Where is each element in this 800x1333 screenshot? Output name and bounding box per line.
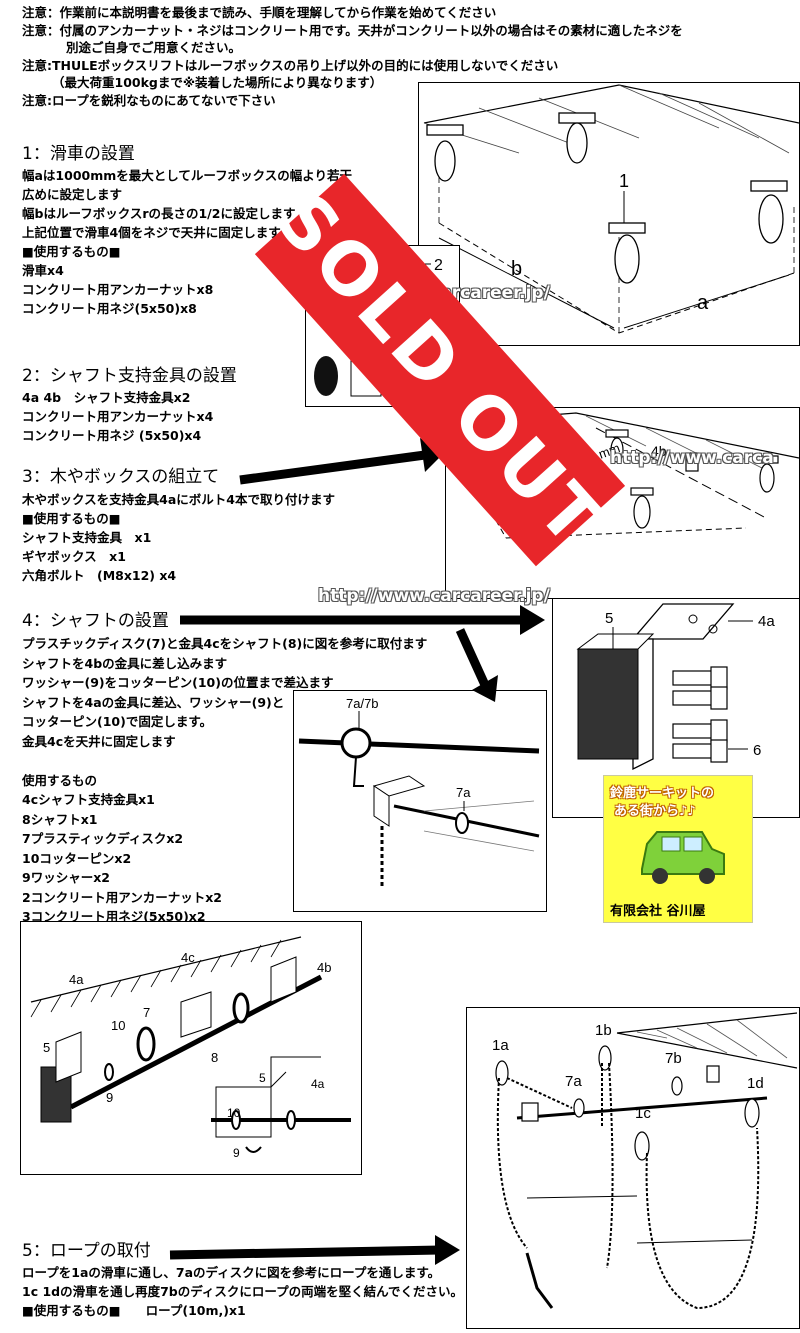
label-1c: 1c: [635, 1105, 651, 1122]
badge-line2: ある街から♪♪: [614, 804, 696, 819]
step5-line: 1c 1dの滑車を通し再度7bのディスクにロープの両端を堅く結んでください。: [22, 1284, 464, 1299]
step2-body: 4a 4b シャフト支持金具x2 コンクリート用アンカーナットx4 コンクリート…: [22, 388, 213, 445]
watermark-3: http://www.carcareer.jp/: [318, 586, 550, 606]
step1-line: ■使用するもの■: [22, 244, 121, 259]
shaft-disk-drawing: 7a/7b 7a: [298, 696, 540, 886]
label-a: a: [697, 292, 709, 314]
step1-line: 幅aは1000mmを最大としてルーフボックスの幅より若干: [22, 168, 353, 183]
label-4b-top: 4b: [651, 443, 667, 459]
diagram-rope-routing: 1a 1b 7b 1d 7a 1c: [466, 1007, 800, 1329]
step3-heading: 3：木やボックスの組立て: [22, 467, 220, 487]
step5-body: ロープを1aの滑車に通し、7aのディスクに図を参考にロープを通します。 1c 1…: [22, 1263, 463, 1320]
step1-line: コンクリート用ネジ(5x50)x8: [22, 301, 197, 316]
step4-heading: 4：シャフトの設置: [22, 611, 169, 631]
diagram-shaft-disk: 7a/7b 7a: [293, 690, 547, 912]
step1-heading: 1：滑車の設置: [22, 144, 135, 164]
box-bracket-drawing: 5 4a 6: [576, 603, 775, 771]
label-7a-rope: 7a: [565, 1073, 582, 1090]
label-4a-inset: 4a: [311, 1077, 325, 1091]
step4-line: プラスチックディスク(7)と金具4cをシャフト(8)に図を参考に取付ます: [22, 636, 428, 651]
step1-body: 幅aは1000mmを最大としてルーフボックスの幅より若干 広めに設定します 幅b…: [22, 166, 352, 318]
label-pin-inset: 10: [227, 1106, 241, 1120]
step4-line: ワッシャー(9)をコッターピン(10)の位置まで差込ます: [22, 675, 334, 690]
step1-line: 上記位置で滑車4個をネジで天井に固定します: [22, 225, 281, 240]
label-bolt: 6: [753, 742, 761, 759]
step2-line: コンクリート用ネジ (5x50)x4: [22, 428, 202, 443]
label-4b-assembly: 4b: [317, 960, 331, 975]
note-2: 注意：付属のアンカーナット・ネジはコンクリート用です。天井がコンクリート以外の場…: [22, 22, 683, 38]
label-4a-assembly: 4a: [69, 972, 84, 987]
label-disk7: 7: [143, 1005, 150, 1020]
label-washer-inset: 9: [233, 1146, 240, 1160]
step2-line: コンクリート用アンカーナットx4: [22, 409, 214, 424]
label-4a: 4a: [758, 613, 775, 630]
step4-line: 8シャフトx1: [22, 811, 98, 827]
label-b: b: [511, 258, 522, 280]
label-1a: 1a: [492, 1037, 509, 1054]
shop-badge: 鈴鹿サーキットの ある街から♪♪ 有限会社 谷川屋: [603, 775, 753, 923]
badge-line1: 鈴鹿サーキットの: [610, 786, 715, 801]
label-pulley: 1: [619, 171, 629, 191]
step1-line: コンクリート用アンカーナットx8: [22, 282, 214, 297]
step1-line: 幅bはルーフボックスrの長さの1/2に設定します: [22, 206, 296, 221]
step5-line: ロープを1aの滑車に通し、7aのディスクに図を参考にロープを通します。: [22, 1265, 441, 1280]
step1-line: 滑車x4: [22, 263, 64, 278]
diagram-pulley-layout: 1 b a: [418, 82, 800, 346]
notes-block: 注意：作業前に本説明書を最後まで読み、手順を理解してから作業を始めてください 注…: [22, 4, 683, 109]
step5-line: ■使用するもの■ ロープ(10m,)x1: [22, 1303, 246, 1318]
arrow-step3-icon: [239, 450, 426, 485]
label-shaft: 8: [211, 1050, 218, 1065]
note-5: （最大荷重100kgまで※装着した場所により異なります）: [52, 75, 383, 90]
diagram-shaft-assembly: 4a 4c 4b 7 10 5 8 9 5 4a 10 9: [20, 921, 362, 1175]
watermark-2: http://www.carca: [610, 448, 774, 468]
rope-routing-drawing: 1a 1b 7b 1d 7a 1c: [492, 1012, 798, 1310]
badge-company: 有限会社 谷川屋: [610, 904, 706, 919]
note-6: 注意:ロープを鋭利なものにあてないで下さい: [22, 92, 276, 108]
arrow-step5-head-icon: [435, 1235, 460, 1265]
label-washer: 9: [106, 1090, 113, 1105]
label-box-inset: 5: [259, 1071, 266, 1085]
note-4: 注意:THULEボックスリフトはルーフボックスの吊り上げ以外の目的には使用しない…: [22, 57, 559, 73]
step5-heading: 5：ロープの取付: [22, 1241, 151, 1261]
label-4c: 4c: [181, 950, 195, 965]
step3-line: 六角ボルト (M8x12) x4: [22, 568, 177, 583]
step3-line: 木やボックスを支持金具4aにボルト4本で取り付けます: [22, 492, 335, 507]
step2-heading: 2：シャフト支持金具の設置: [22, 366, 237, 386]
step4-line: 3コンクリート用ネジ(5x50)x2: [22, 909, 206, 924]
step4-line: 4cシャフト支持金具x1: [22, 792, 155, 807]
label-1b: 1b: [595, 1022, 612, 1039]
note-1: 注意：作業前に本説明書を最後まで読み、手順を理解してから作業を始めてください: [22, 5, 497, 20]
step1-line: 広めに設定します: [22, 187, 123, 202]
step4-line: シャフトを4aの金具に差込、ワッシャー(9)と: [22, 694, 285, 710]
step3-line: ギヤボックス x1: [22, 549, 126, 564]
step4-line: 2コンクリート用アンカーナットx2: [22, 889, 222, 905]
arrow-step5-icon: [169, 1245, 441, 1260]
car-icon: [641, 831, 725, 884]
step4-line: 7プラスティックディスクx2: [22, 831, 184, 846]
step3-line: シャフト支持金具 x1: [22, 530, 152, 545]
arrow-step4-down-icon: [455, 628, 490, 687]
step4-line: 使用するもの: [22, 772, 98, 788]
arrow-step4-right-head-icon: [520, 605, 545, 635]
step4-line: シャフトを4bの金具に差し込みます: [22, 655, 228, 671]
pulley-layout-drawing: 1 b a: [423, 84, 799, 334]
label-disk: 7a: [456, 785, 471, 800]
label-box: 5: [605, 610, 613, 627]
label-pin: 10: [111, 1018, 125, 1033]
shaft-assembly-drawing: 4a 4c 4b 7 10 5 8 9 5 4a 10 9: [30, 936, 351, 1160]
step4-line: コッターピン(10)で固定します。: [22, 714, 213, 729]
step4-line: 金具4cを天井に固定します: [22, 733, 176, 749]
step3-body: 木やボックスを支持金具4aにボルト4本で取り付けます ■使用するもの■ シャフト…: [22, 490, 335, 585]
label-1d: 1d: [747, 1075, 764, 1092]
label-screw: 2: [434, 257, 443, 274]
label-disk-pair: 7a/7b: [346, 696, 379, 711]
step2-line: 4a 4b シャフト支持金具x2: [22, 390, 191, 405]
step4-body: プラスチックディスク(7)と金具4cをシャフト(8)に図を参考に取付ます シャフ…: [22, 634, 427, 927]
note-3: 別途ご自身でご用意ください。: [66, 40, 242, 55]
label-box-assembly: 5: [43, 1040, 50, 1055]
step3-line: ■使用するもの■: [22, 511, 121, 526]
step4-line: 10コッターピンx2: [22, 850, 132, 866]
step4-line: 9ワッシャーx2: [22, 870, 110, 885]
label-7b: 7b: [665, 1050, 682, 1067]
